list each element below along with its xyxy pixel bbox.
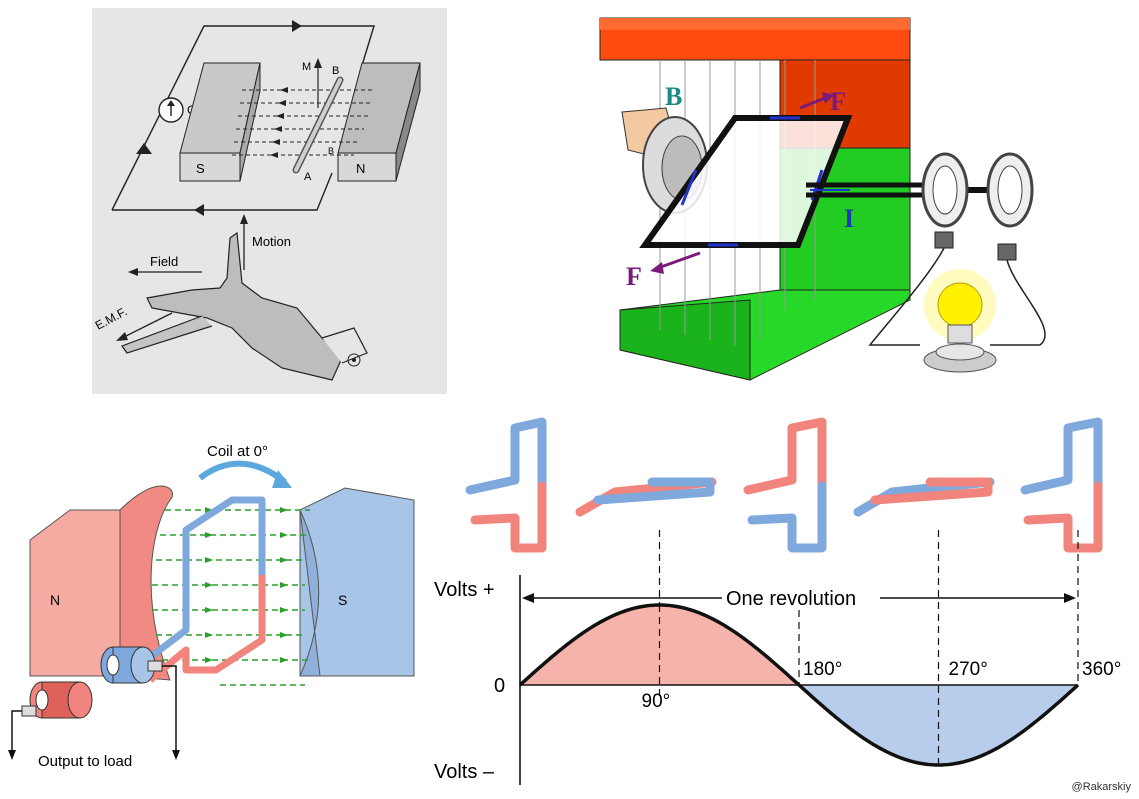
y-axis-origin-label: 0 xyxy=(494,675,505,697)
field-label: Field xyxy=(150,254,178,269)
south-pole-label: S xyxy=(196,161,205,176)
current-label: I xyxy=(844,204,854,233)
ac-waveform-panel: 90° 180° 270° 360° One revolution Volts + Vo… xyxy=(430,400,1139,799)
rotating-loop xyxy=(639,115,853,248)
one-revolution-label: One revolution xyxy=(726,588,856,610)
x-tick-label: 90° xyxy=(642,691,671,712)
conductor-label-m: M xyxy=(302,61,311,73)
coil-blue-side xyxy=(137,496,266,668)
right-hand-illustration xyxy=(146,231,343,381)
motion-label: Motion xyxy=(252,234,291,249)
coil-orientation-row xyxy=(465,417,1103,553)
coil-generator-diagram: N S Coil at 0° xyxy=(8,443,415,770)
generator-3d-diagram: B F F I xyxy=(599,17,1046,381)
ac-waveform-chart: 90° 180° 270° 360° One revolution Volts + Vo… xyxy=(434,417,1121,785)
field-b-label: B xyxy=(665,82,682,111)
x-tick-label: 360° xyxy=(1082,659,1121,680)
generator-3d-panel: B F F I xyxy=(470,0,1139,400)
revolution-arrowhead-right xyxy=(1064,593,1076,603)
output-label: Output to load xyxy=(38,753,132,770)
south-magnet xyxy=(299,487,415,677)
y-axis-top-label: Volts + xyxy=(434,579,495,601)
force-top-label: F xyxy=(830,87,846,116)
light-bulb xyxy=(937,282,983,328)
revolution-arrowhead-left xyxy=(522,593,534,603)
coil-angle-label: Coil at 0° xyxy=(207,443,268,460)
north-label: N xyxy=(50,592,60,608)
x-tick-label: 180° xyxy=(803,659,842,680)
fleming-right-hand-panel: G S N M B A B xyxy=(92,8,447,394)
south-label: S xyxy=(338,592,347,608)
fleming-diagram: G S N M B A B xyxy=(93,20,421,381)
coil-generator-panel: N S Coil at 0° xyxy=(0,400,440,799)
credit-watermark: @Rakarskiy xyxy=(1071,781,1131,793)
coil-red-side xyxy=(147,575,266,683)
emf-label: E.M.F. xyxy=(93,304,130,332)
y-axis-bottom-label: Volts – xyxy=(434,761,495,783)
conductor-label-b-bottom: B xyxy=(328,146,334,156)
x-tick-label: 270° xyxy=(949,659,988,680)
north-pole-label: N xyxy=(356,161,365,176)
conductor-label-b-top: B xyxy=(332,65,339,77)
conductor-label-a: A xyxy=(304,171,312,183)
force-bottom-label: F xyxy=(626,262,642,291)
